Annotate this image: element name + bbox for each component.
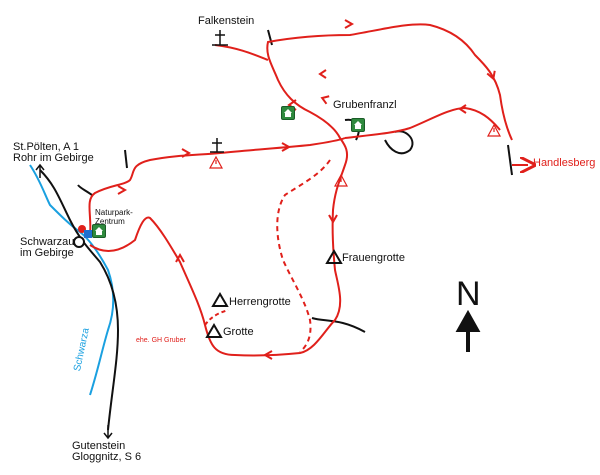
label-herrengrotte: Herrengrotte <box>229 296 291 308</box>
label-rohr: Rohr im Gebirge <box>13 152 94 164</box>
label-gutenstein: Gutenstein <box>72 440 126 452</box>
label-naturpark-1: Naturpark- <box>95 208 133 217</box>
main-road <box>39 169 120 431</box>
label-handlesberg: Handlesberg <box>533 157 596 169</box>
road-stub-handlesberg <box>384 130 414 155</box>
north-arrow-icon <box>455 309 481 352</box>
north-letter: N <box>456 275 481 313</box>
label-gh-gruber: ehe. GH Gruber <box>136 337 186 344</box>
road-stub-frauengrotte <box>311 317 366 333</box>
label-schwarzau-1: Schwarzau <box>20 236 75 248</box>
warning-icon <box>208 123 502 187</box>
road-stub-falkenstein <box>267 29 273 46</box>
road-arrow-north <box>35 163 45 178</box>
naturpark-info <box>84 230 92 238</box>
road-stub-start <box>77 184 93 196</box>
schwarzau-marker <box>73 236 85 248</box>
label-frauengrotte: Frauengrotte <box>342 252 405 264</box>
label-falkenstein: Falkenstein <box>198 15 255 27</box>
label-st-poelten: St.Pölten, A 1 <box>13 141 80 153</box>
route-east-branch <box>344 106 501 139</box>
label-schwarzau-2: im Gebirge <box>20 247 74 259</box>
label-naturpark-2: Zentrum <box>95 217 125 226</box>
hut-icon <box>351 118 365 132</box>
route-dashed <box>276 159 331 353</box>
river-schwarza <box>29 164 115 396</box>
road-stub-north-west <box>124 149 128 169</box>
route-falkenstein-top <box>214 44 269 61</box>
label-gloggnitz: Gloggnitz, S 6 <box>72 451 142 463</box>
cross-icon <box>210 30 228 153</box>
road-stub-east <box>507 144 513 176</box>
route-south-loop <box>89 23 513 357</box>
direction-arrow-icon <box>117 19 496 360</box>
hut-icon <box>281 106 295 120</box>
hut-icon <box>92 224 106 238</box>
route-grotte-dash <box>204 309 229 326</box>
route-west-loop <box>88 137 346 236</box>
cave-icon <box>205 249 343 338</box>
road-arrow-south <box>103 425 113 440</box>
label-grubenfranzl: Grubenfranzl <box>333 99 397 111</box>
label-grotte: Grotte <box>223 326 254 338</box>
